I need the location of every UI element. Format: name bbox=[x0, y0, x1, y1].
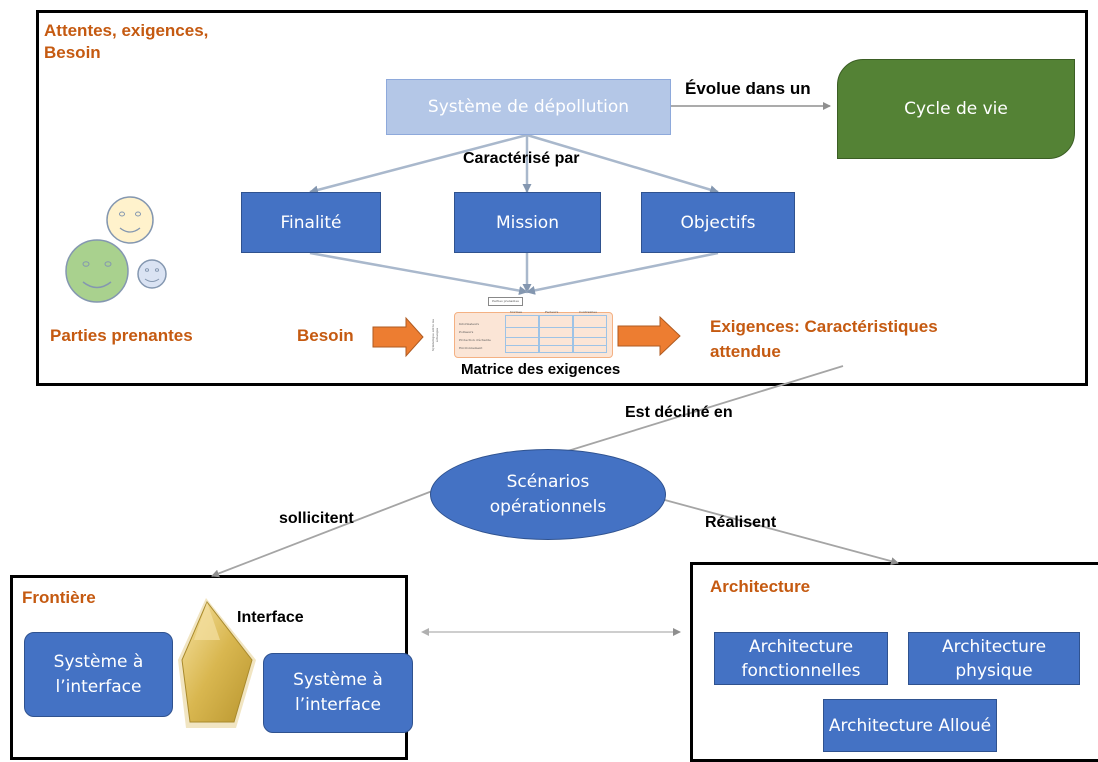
matrix-caption: Matrice des exigences bbox=[461, 361, 621, 378]
allocated-architecture-box[interactable]: Architecture Alloué bbox=[823, 699, 997, 752]
requirements-matrix[interactable]: Parties prenantes Symbolique entre les é… bbox=[426, 297, 613, 360]
need-label: Besoin bbox=[297, 326, 354, 345]
physical-architecture-box[interactable]: Architecture physique bbox=[908, 632, 1080, 685]
frame-title-border: Frontière bbox=[22, 588, 96, 607]
system-to-characteristics-arrows bbox=[309, 133, 719, 195]
stakeholders-label: Parties prenantes bbox=[50, 326, 193, 345]
solicit-label: sollicitent bbox=[279, 510, 354, 527]
scenarios-ellipse[interactable]: Scénarios opérationnels bbox=[430, 449, 666, 540]
evolves-label: Évolue dans un bbox=[685, 79, 811, 98]
matrix-side-label: Symbolique entre les échanges bbox=[431, 318, 439, 352]
scenarios-to-architecture-arrow bbox=[649, 495, 899, 566]
mission-box[interactable]: Mission bbox=[454, 192, 601, 253]
need-orange-arrow bbox=[372, 316, 424, 358]
matrix-grid bbox=[505, 315, 607, 353]
matrix-row-3: Protection d'écharde bbox=[459, 338, 491, 342]
finalite-box[interactable]: Finalité bbox=[241, 192, 381, 253]
matrix-col-1: Normes bbox=[510, 310, 523, 314]
declined-label: Est décliné en bbox=[625, 404, 733, 421]
scenarios-to-border-arrow bbox=[211, 487, 441, 578]
requirements-label: Exigences: Caractéristiques attendue bbox=[710, 317, 938, 361]
matrix-header: Parties prenantes bbox=[488, 297, 523, 306]
characterized-label: Caractérisé par bbox=[463, 150, 580, 167]
requirements-orange-arrow bbox=[617, 315, 681, 357]
matrix-row-4: Environnement bbox=[459, 346, 483, 350]
frame-title-architecture: Architecture bbox=[710, 577, 811, 596]
system-left-box[interactable]: Système à l’interface bbox=[24, 632, 173, 717]
frame-title-requirements: Attentes, exigences, Besoin bbox=[44, 21, 209, 62]
system-box[interactable]: Système de dépollution bbox=[386, 79, 671, 135]
objectifs-box[interactable]: Objectifs bbox=[641, 192, 795, 253]
functional-architecture-box[interactable]: Architecture fonctionnelles bbox=[714, 632, 888, 685]
realize-label: Réalisent bbox=[705, 514, 777, 531]
matrix-col-2: Facteurs bbox=[545, 310, 559, 314]
matrix-col-3: Contraintes bbox=[579, 310, 597, 314]
matrix-row-2: Pollueurs bbox=[459, 330, 474, 334]
matrix-table: Normes Facteurs Contraintes Informateurs… bbox=[454, 310, 613, 358]
requirements-to-scenarios-arrow bbox=[531, 365, 844, 464]
system-right-box[interactable]: Système à l’interface bbox=[263, 653, 413, 733]
interface-label: Interface bbox=[237, 609, 304, 626]
characteristics-to-matrix-arrows bbox=[309, 251, 719, 296]
lifecycle-box[interactable]: Cycle de vie bbox=[837, 59, 1075, 159]
matrix-row-1: Informateurs bbox=[459, 322, 479, 326]
